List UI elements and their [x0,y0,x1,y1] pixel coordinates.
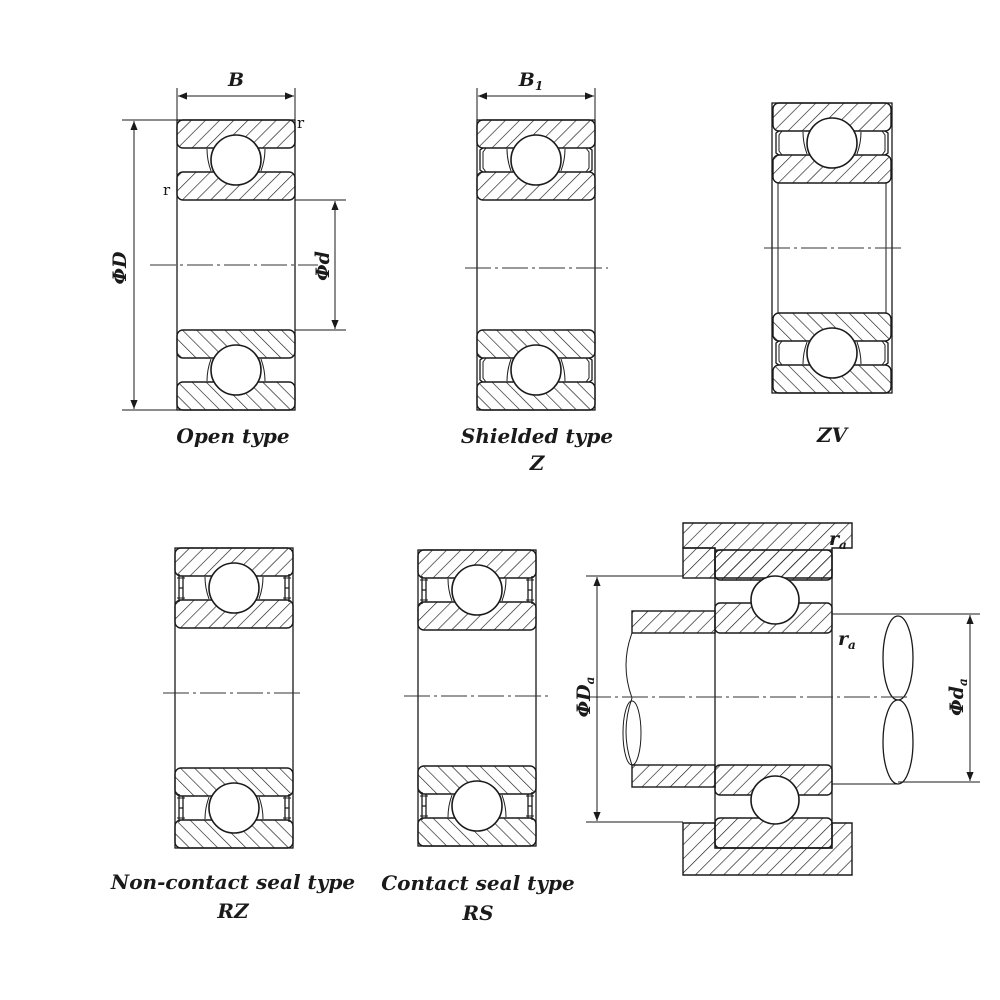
zv-type-caption: ZV [816,423,850,447]
mounting-bearing-ball-bottom [750,775,800,825]
open-type-b-label: B [227,69,244,91]
non-contact-seal-code: RZ [216,899,250,923]
shaft-shoulder-top [631,610,716,634]
housing-dia-label: ΦDa [573,677,597,718]
shaft-break-left-bottom [625,697,633,766]
shielded-type-b1-label: B1 [518,69,543,93]
shielded-type-upper-section [477,120,595,200]
housing-fillet-ra-label: ra [829,528,847,552]
mounting-bearing-ball-top [750,575,800,625]
zv-type-lower-section [773,313,891,393]
contact-seal-lower-section [418,766,536,846]
open-type-fillet-r-top: r [297,114,305,132]
zv-type-upper-section [773,103,891,183]
shielded-type-lower-section [477,330,595,410]
mounting-diagram: ΦDa Φda ra ra [573,522,980,876]
non-contact-seal-caption: Non-contact seal type [110,870,355,894]
shaft-break-left-top [625,632,633,699]
non-contact-seal-upper-section [175,548,293,628]
open-type-outer-diameter-label: ΦD [109,251,131,285]
shaft-break-right-ellipse-bottom [882,699,914,785]
open-type-lower-section [176,329,296,411]
shaft-fillet-ra-label: ra [838,628,856,652]
shielded-type-figure: B1 Shielded type Z [461,69,613,475]
shaft-shoulder-bottom [631,764,716,788]
non-contact-seal-lower-section [175,768,293,848]
shielded-type-caption: Shielded type [461,424,613,448]
open-type-caption: Open type [176,424,289,448]
shaft-break-left-ellipse [622,700,642,766]
contact-seal-upper-section [418,550,536,630]
contact-seal-caption: Contact seal type [381,871,574,895]
shielded-type-code: Z [529,451,546,475]
zv-type-figure: ZV [764,102,904,447]
housing-upper-shoulder [682,547,716,579]
non-contact-seal-figure: Non-contact seal type RZ [110,547,355,923]
contact-seal-figure: Contact seal type RS [381,549,575,925]
shaft-break-right-ellipse-top [882,615,914,701]
shaft-dia-label: Φda [946,678,970,716]
open-type-upper-section [176,119,296,201]
open-type-figure: B r r ΦD Φd Open type [109,69,346,448]
open-type-fillet-r-inner: r [163,181,171,199]
contact-seal-code: RS [461,901,493,925]
open-type-bore-diameter-label: Φd [312,251,334,281]
